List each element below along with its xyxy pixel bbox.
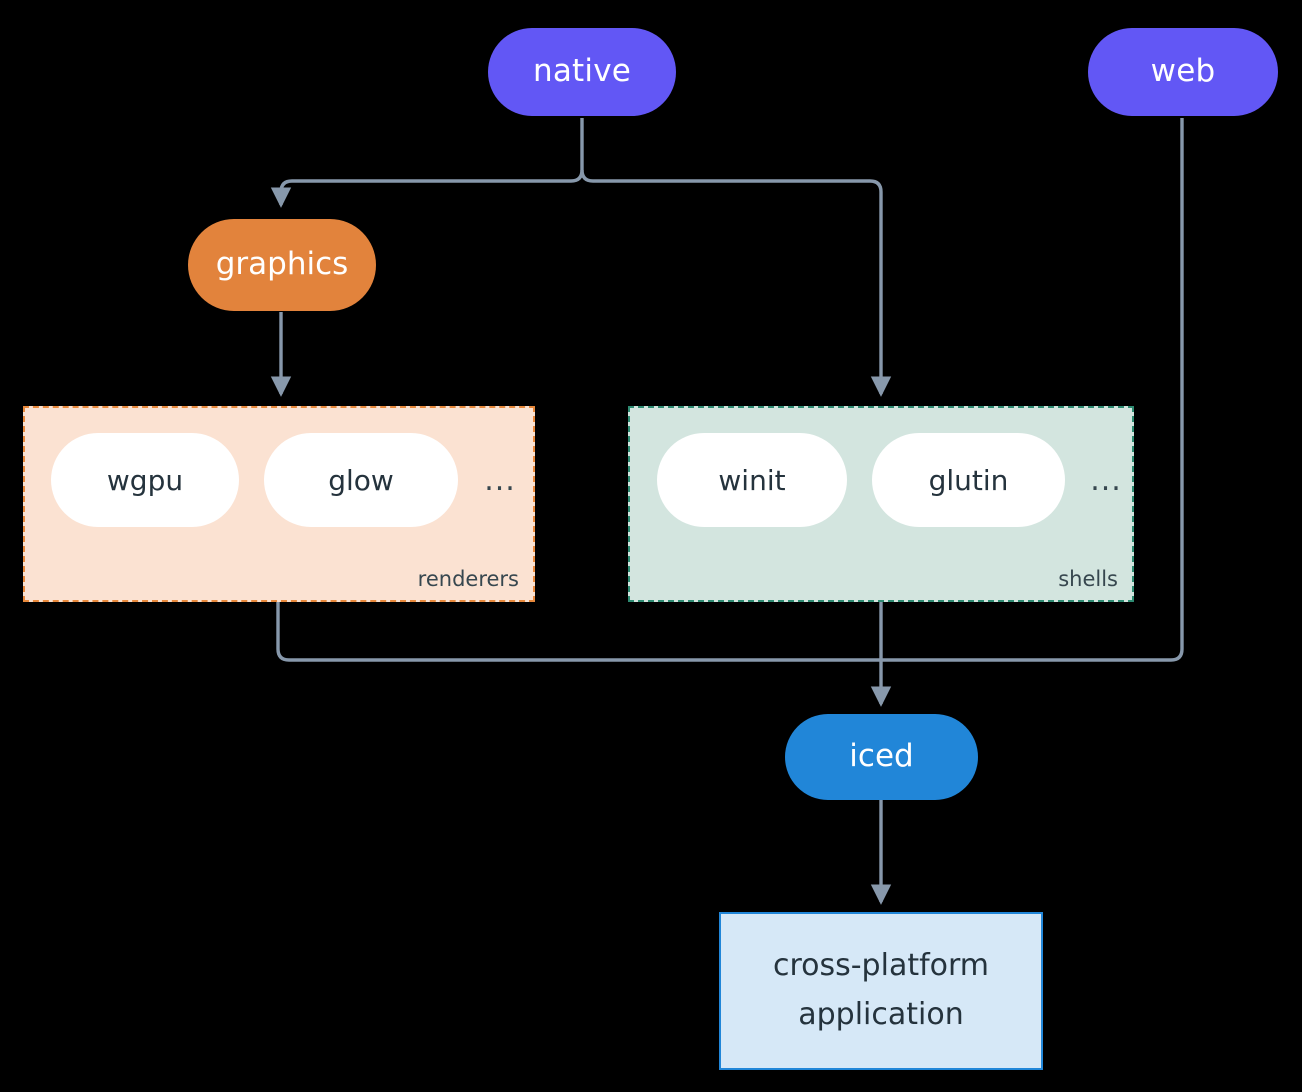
chip-glutin-label: glutin	[928, 463, 1009, 497]
chip-winit[interactable]: winit	[657, 433, 847, 527]
group-shells: winit glutin ... shells	[628, 406, 1134, 602]
node-application-label-line2: application	[798, 997, 964, 1032]
chip-wgpu[interactable]: wgpu	[51, 433, 239, 527]
node-native-label: native	[532, 53, 632, 90]
node-iced[interactable]: iced	[785, 714, 978, 800]
group-renderers: wgpu glow ... renderers	[23, 406, 535, 602]
node-application[interactable]: cross-platform application	[719, 912, 1043, 1070]
node-graphics-label: graphics	[215, 246, 349, 283]
edge-native-to-shells	[580, 169, 892, 397]
node-graphics[interactable]: graphics	[188, 219, 376, 311]
chip-wgpu-label: wgpu	[106, 463, 184, 497]
edge-native-to-graphics	[270, 169, 584, 208]
renderers-more-ellipsis: ...	[477, 433, 523, 527]
chip-glow-label: glow	[328, 463, 394, 497]
chip-glutin[interactable]: glutin	[872, 433, 1065, 527]
chip-winit-label: winit	[718, 463, 786, 497]
node-native[interactable]: native	[488, 28, 676, 116]
node-web[interactable]: web	[1088, 28, 1278, 116]
renderers-more-label: ...	[484, 462, 516, 498]
node-web-label: web	[1150, 53, 1216, 90]
chip-glow[interactable]: glow	[264, 433, 458, 527]
shells-more-ellipsis: ...	[1083, 433, 1129, 527]
node-iced-label: iced	[849, 738, 914, 775]
node-application-label-line1: cross-platform	[772, 948, 990, 984]
shells-more-label: ...	[1090, 462, 1122, 498]
group-shells-label: shells	[1058, 567, 1118, 591]
edge-renderers-to-iced	[276, 602, 881, 662]
group-renderers-label: renderers	[417, 567, 519, 591]
